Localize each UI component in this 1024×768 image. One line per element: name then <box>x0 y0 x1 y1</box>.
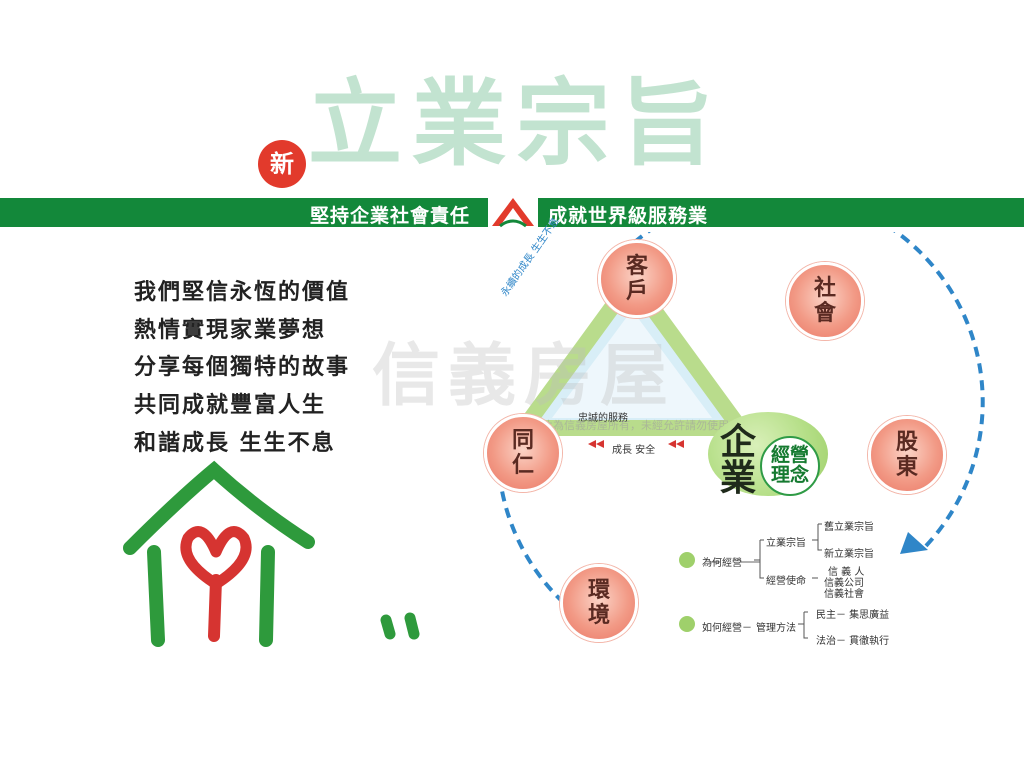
motto-line-1: 我們堅信永恆的價值 <box>134 280 351 305</box>
tree-method: 管理方法 <box>756 623 796 634</box>
tree-mission: 經營使命 <box>766 576 806 587</box>
motto-line-3: 分享每個獨特的故事 <box>134 355 351 380</box>
page-title: 立業宗旨 <box>308 70 725 179</box>
motto-line-2: 熱情實現家業夢想 <box>134 318 327 343</box>
diagram-canvas <box>496 232 985 626</box>
new-badge: 新 <box>258 140 306 188</box>
triangle-inner-label: 忠誠的服務 <box>578 413 628 424</box>
tree-why: 為何經營 <box>702 558 742 569</box>
tree-purpose-new: 新立業宗旨 <box>824 549 874 560</box>
motto-line-5: 和諧成長 生生不息 <box>134 431 336 456</box>
tree-method-1: 民主－ 集思廣益 <box>816 610 890 621</box>
logo-icon <box>488 188 538 234</box>
watermark-notice: 本照片為信義房屋所有，未經允許請勿使用，違者必究 <box>520 419 784 432</box>
tree-how: 如何經營－ <box>702 623 752 634</box>
node-shareholder: 股東 <box>868 416 946 494</box>
band-left-text: 堅持企業社會責任 <box>310 205 471 227</box>
tree-mission-2: 信義公司 <box>824 578 864 589</box>
core-philosophy: 經營理念 <box>760 436 820 496</box>
tree-purpose-old: 舊立業宗旨 <box>824 522 874 533</box>
core-enterprise-label: 企業 <box>720 421 757 499</box>
node-customer: 客戶 <box>598 240 676 318</box>
tree-lines <box>679 523 822 639</box>
tree-mission-1: 信 義 人 <box>828 567 865 578</box>
motto-line-4: 共同成就豐富人生 <box>134 393 327 418</box>
watermark-brand: 信義房屋 <box>372 337 677 416</box>
node-society: 社會 <box>786 262 864 340</box>
tree-purpose: 立業宗旨 <box>766 538 806 549</box>
tree-method-2: 法治－ 貫徹執行 <box>816 636 890 647</box>
band-right-text: 成就世界級服務業 <box>548 205 709 227</box>
node-colleague: 同仁 <box>484 414 562 492</box>
house-logo-icon <box>123 460 420 647</box>
triangle-bottom-label: 成長 安全 <box>612 445 656 456</box>
tree-mission-3: 信義社會 <box>824 589 864 600</box>
node-environment: 環境 <box>560 564 638 642</box>
